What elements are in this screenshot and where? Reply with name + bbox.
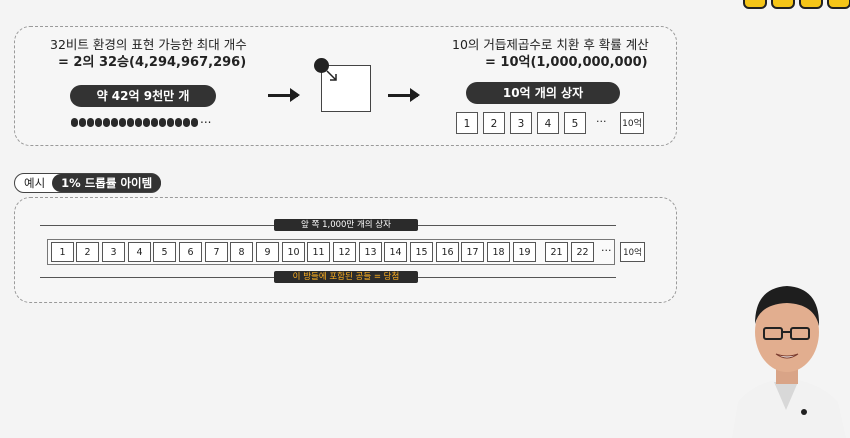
box: 3 [510,112,532,134]
boxes-ellipsis: ... [596,112,607,125]
left-count-pill: 약 42억 9천만 개 [70,85,216,107]
presenter-video [732,286,846,438]
ball-dot [191,118,198,127]
ball-dot [135,118,142,127]
right-arrow-icon [388,88,420,102]
example-title: 1% 드롭률 아이템 [52,174,162,192]
box: 14 [384,242,407,262]
box: 22 [571,242,594,262]
example-tag: 예시 1% 드롭률 아이템 [14,173,162,193]
box: 4 [537,112,559,134]
ball-dot [87,118,94,127]
diagonal-arrow-icon [326,70,337,81]
box: 1 [456,112,478,134]
left-caption-line1: 32비트 환경의 표현 가능한 최대 개수 [50,37,247,52]
box: 13 [359,242,382,262]
left-caption-line2: = 2의 32승(4,294,967,296) [58,55,247,70]
box: 5 [153,242,176,262]
box: 18 [487,242,510,262]
box: 1 [51,242,74,262]
right-arrow-icon [268,88,300,102]
box: 5 [564,112,586,134]
ball-dot [143,118,150,127]
box: 19 [513,242,536,262]
box: 15 [410,242,433,262]
box: 2 [76,242,99,262]
ball-dot [119,118,126,127]
ball-dot [95,118,102,127]
box: 6 [179,242,202,262]
ball-dot [127,118,134,127]
box-last: 10억 [620,242,645,262]
box: 12 [333,242,356,262]
ball-dots-row [71,118,198,127]
box: 8 [230,242,253,262]
box: 17 [461,242,484,262]
ball-icon [314,58,329,73]
box: 11 [307,242,330,262]
right-box-count-pill: 10억 개의 상자 [466,82,620,104]
boxes-ellipsis: ... [601,241,612,254]
ball-dot [167,118,174,127]
box-last: 10억 [620,112,644,134]
box: 10 [282,242,305,262]
box: 9 [256,242,279,262]
box: 4 [128,242,151,262]
ball-dot [159,118,166,127]
box: 3 [102,242,125,262]
box: 2 [483,112,505,134]
dots-ellipsis: ... [200,112,212,126]
range-label-top: 앞 쪽 1,000만 개의 상자 [274,219,418,231]
ball-dot [175,118,182,127]
right-caption-line1: 10의 거듭제곱수로 치환 후 확률 계산 [452,37,649,52]
ball-dot [79,118,86,127]
ball-dot [111,118,118,127]
example-label: 예시 [24,176,46,190]
brand-logo [743,0,850,9]
ball-dot [103,118,110,127]
box: 7 [205,242,228,262]
box: 21 [545,242,568,262]
ball-dot [151,118,158,127]
box: 16 [436,242,459,262]
ball-dot [183,118,190,127]
range-label-bottom: 이 방들에 포함된 공들 = 당첨 [274,271,418,283]
right-caption-line2: = 10억(1,000,000,000) [485,55,648,70]
ball-dot [71,118,78,127]
